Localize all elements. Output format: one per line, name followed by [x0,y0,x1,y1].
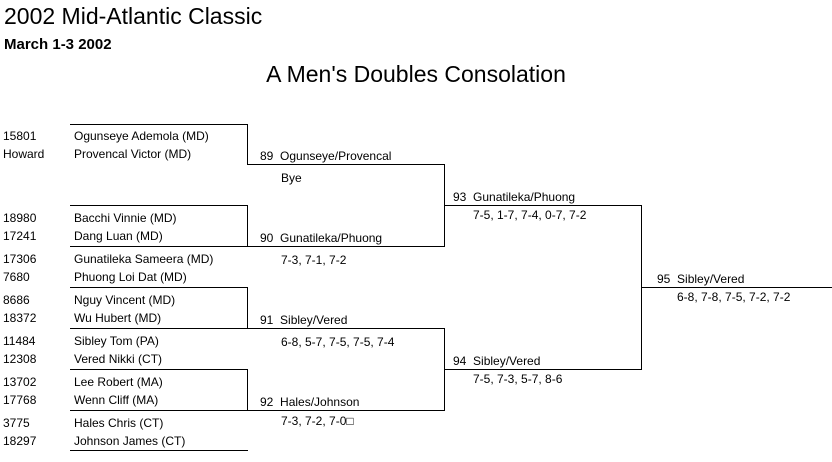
match-winner: Sibley/Vered [473,354,541,368]
entry-player: Phuong Loi Dat (MD) [74,270,187,284]
bracket-line [70,205,248,206]
bracket-line [247,205,248,246]
match-score: Bye [281,171,302,185]
final-result: 95 Sibley/Vered [657,272,744,286]
bracket-line [70,246,248,247]
entry-player: Lee Robert (MA) [74,375,163,389]
bracket-line [70,410,248,411]
entry-player: Wenn Cliff (MA) [74,393,159,407]
entry-player: Dang Luan (MD) [74,229,163,243]
entry-player: Hales Chris (CT) [74,416,164,430]
match-number: 92 [260,395,274,409]
bracket-line [247,246,445,247]
bracket-line [247,124,248,165]
entry-player: Gunatileka Sameera (MD) [74,252,214,266]
bracket-line [247,164,445,165]
bracket-line [247,287,248,328]
match-result: 92 Hales/Johnson [260,395,359,409]
match-winner: Sibley/Vered [677,272,745,286]
match-number: 95 [657,272,671,286]
entry-seed: 7680 [3,270,30,284]
event-title: A Men's Doubles Consolation [266,61,566,87]
match-number: 90 [260,231,274,245]
entry-seed: 18372 [3,311,37,325]
entry-player: Ogunseye Ademola (MD) [74,129,209,143]
entry-seed: 3775 [3,416,30,430]
match-number: 89 [260,149,274,163]
match-winner: Gunatileka/Phuong [280,231,383,245]
entry-seed: Howard [3,147,45,161]
tournament-dates: March 1-3 2002 [4,36,112,53]
bracket-line [70,369,248,370]
entry-player: Wu Hubert (MD) [74,311,162,325]
match-winner: Hales/Johnson [280,395,360,409]
entry-seed: 18980 [3,211,37,225]
bracket-line [247,410,445,411]
bracket-line [70,124,248,125]
match-number: 91 [260,313,274,327]
match-score: 7-3, 7-1, 7-2 [281,253,347,267]
match-score: 7-5, 7-3, 5-7, 8-6 [473,372,563,386]
entry-seed: 17768 [3,393,37,407]
match-winner: Sibley/Vered [280,313,348,327]
bracket-line [247,328,445,329]
final-score: 6-8, 7-8, 7-5, 7-2, 7-2 [677,290,791,304]
entry-seed: 8686 [3,293,30,307]
match-number: 93 [453,190,467,204]
entry-seed: 15801 [3,129,37,143]
entry-player: Johnson James (CT) [74,434,186,448]
entry-seed: 17241 [3,229,37,243]
entry-seed: 11484 [3,334,36,348]
bracket-line [70,328,248,329]
entry-player: Nguy Vincent (MD) [74,293,176,307]
match-score: 7-5, 1-7, 7-4, 0-7, 7-2 [473,208,587,222]
bracket-line [444,369,642,370]
entry-player: Sibley Tom (PA) [74,334,159,348]
bracket-line [70,287,248,288]
entry-seed: 18297 [3,434,37,448]
match-score: 7-3, 7-2, 7-0□ [281,414,354,428]
entry-seed: 13702 [3,375,37,389]
match-result: 91 Sibley/Vered [260,313,347,327]
match-winner: Gunatileka/Phuong [473,190,576,204]
bracket-line [247,369,248,410]
match-result: 94 Sibley/Vered [453,354,540,368]
entry-player: Bacchi Vinnie (MD) [74,211,177,225]
bracket-line [641,287,832,288]
match-result: 89 Ogunseye/Provencal [260,149,391,163]
bracket-line [444,205,642,206]
match-result: 90 Gunatileka/Phuong [260,231,382,245]
match-winner: Ogunseye/Provencal [280,149,392,163]
entry-player: Vered Nikki (CT) [74,352,163,366]
match-score: 6-8, 5-7, 7-5, 7-5, 7-4 [281,335,395,349]
entry-seed: 17306 [3,252,37,266]
tournament-title: 2002 Mid-Atlantic Classic [4,3,263,29]
entry-seed: 12308 [3,352,37,366]
match-number: 94 [453,354,467,368]
entry-player: Provencal Victor (MD) [74,147,192,161]
bracket-line [70,450,248,451]
match-result: 93 Gunatileka/Phuong [453,190,575,204]
